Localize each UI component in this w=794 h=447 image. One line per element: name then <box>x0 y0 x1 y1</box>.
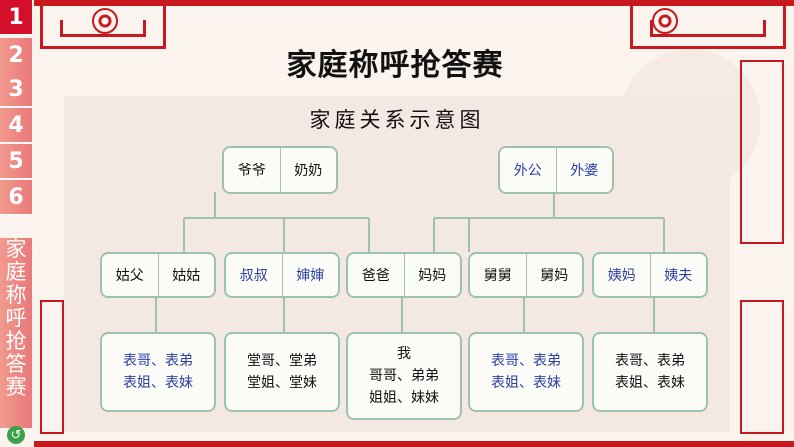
leaf-cousins-3: 表哥、表弟 表姐、表妹 <box>468 332 584 412</box>
frame-bottom <box>34 441 794 447</box>
node-label: 妈妈 <box>405 265 461 285</box>
node-label: 爷爷 <box>224 160 280 180</box>
diagram-board: 家庭关系示意图 爷爷 奶奶 外公 外婆 姑父 <box>64 96 730 432</box>
side-lattice-left-bottom <box>40 300 64 434</box>
node-label: 姑父 <box>102 265 158 285</box>
leaf-line: 哥哥、弟弟 <box>369 365 439 387</box>
leaf-self-siblings: 我 哥哥、弟弟 姐姐、妹妹 <box>346 332 462 420</box>
side-char: 呼 <box>6 307 27 330</box>
node-label: 舅妈 <box>527 265 583 285</box>
tab-5[interactable]: 5 <box>0 144 32 179</box>
side-char: 家 <box>6 238 27 261</box>
leaf-cousins-2: 堂哥、堂弟 堂姐、堂妹 <box>224 332 340 412</box>
tab-3[interactable]: 3 <box>0 72 32 107</box>
node-label: 姑姑 <box>159 265 215 285</box>
node-paternal-grandparents: 爷爷 奶奶 <box>222 146 338 194</box>
tab-2[interactable]: 2 <box>0 38 32 73</box>
node-label: 爸爸 <box>348 265 404 285</box>
side-char: 庭 <box>6 261 27 284</box>
side-char: 抢 <box>6 330 27 353</box>
node-label: 外公 <box>500 160 556 180</box>
node-maternal-aunt: 姨妈 姨夫 <box>592 252 708 298</box>
leaf-line: 表哥、表弟 <box>123 350 193 372</box>
leaf-line: 堂哥、堂弟 <box>247 350 317 372</box>
leaf-line: 表姐、表妹 <box>123 372 193 394</box>
node-label: 婶婶 <box>283 265 339 285</box>
coin-ornament-left <box>92 8 118 34</box>
node-label: 姨妈 <box>594 265 650 285</box>
leaf-line: 表姐、表妹 <box>615 372 685 394</box>
side-char: 称 <box>6 284 27 307</box>
tab-6[interactable]: 6 <box>0 180 32 215</box>
node-parents: 爸爸 妈妈 <box>346 252 462 298</box>
leaf-line: 我 <box>397 343 411 365</box>
tab-current-section[interactable]: 家 庭 称 呼 抢 答 赛 <box>0 238 32 428</box>
leaf-line: 表哥、表弟 <box>615 350 685 372</box>
leaf-line: 姐姐、妹妹 <box>369 387 439 409</box>
leaf-line: 表哥、表弟 <box>491 350 561 372</box>
leaf-line: 堂姐、堂妹 <box>247 372 317 394</box>
leaf-line: 表姐、表妹 <box>491 372 561 394</box>
node-label: 舅舅 <box>470 265 526 285</box>
node-maternal-uncle: 舅舅 舅妈 <box>468 252 584 298</box>
page-title: 家庭称呼抢答赛 <box>230 40 560 84</box>
node-label: 姨夫 <box>651 265 707 285</box>
tab-1[interactable]: 1 <box>0 0 32 35</box>
node-label: 叔叔 <box>226 265 282 285</box>
side-lattice-right-bottom <box>740 300 784 434</box>
back-arrow-icon[interactable]: ↺ <box>7 426 25 444</box>
node-maternal-grandparents: 外公 外婆 <box>498 146 614 194</box>
slide-tab-strip: 1 2 3 4 5 6 家 庭 称 呼 抢 答 赛 ↺ <box>0 0 34 447</box>
side-char: 答 <box>6 353 27 376</box>
side-char: 赛 <box>6 376 27 399</box>
leaf-cousins-1: 表哥、表弟 表姐、表妹 <box>100 332 216 412</box>
node-uncle-aunt-paternal: 叔叔 婶婶 <box>224 252 340 298</box>
node-label: 外婆 <box>557 160 613 180</box>
leaf-cousins-4: 表哥、表弟 表姐、表妹 <box>592 332 708 412</box>
node-label: 奶奶 <box>281 160 337 180</box>
coin-ornament-right <box>652 8 678 34</box>
side-lattice-right <box>740 60 784 244</box>
node-aunt-uncle-paternal: 姑父 姑姑 <box>100 252 216 298</box>
tab-4[interactable]: 4 <box>0 108 32 143</box>
